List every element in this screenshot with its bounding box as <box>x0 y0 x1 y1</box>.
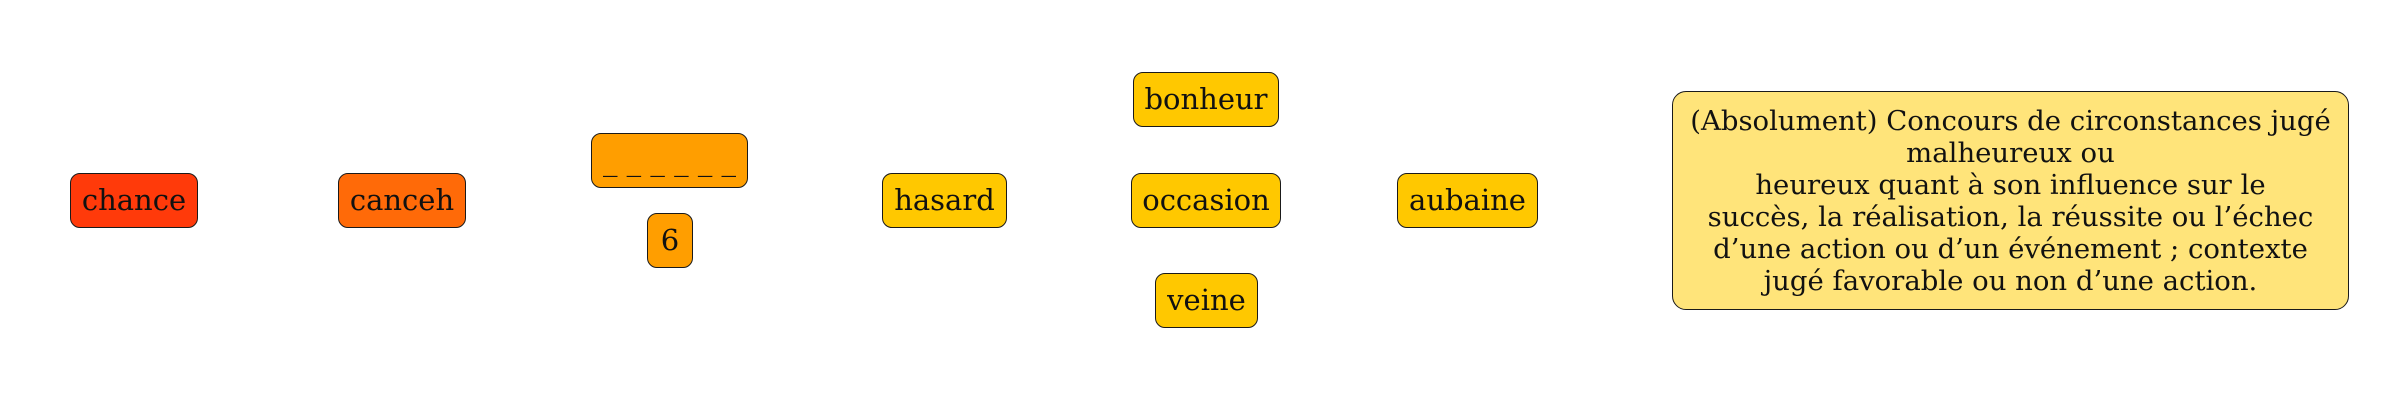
definition-line: (Absolument) Concours de circonstances j… <box>1690 104 2331 137</box>
definition-line: succès, la réalisation, la réussite ou l… <box>1707 200 2314 233</box>
node-label: _ _ _ _ _ _ <box>602 143 737 177</box>
node-label: hasard <box>894 183 995 217</box>
node-label: occasion <box>1142 183 1270 217</box>
node-occasion: occasion <box>1131 173 1281 228</box>
definition-line: heureux quant à son influence sur le <box>1755 168 2266 201</box>
node-blank-pattern: _ _ _ _ _ _ <box>591 133 748 188</box>
node-label: bonheur <box>1144 82 1268 116</box>
node-label: chance <box>81 183 187 217</box>
definition-line: jugé favorable ou non d’une action. <box>1763 264 2258 297</box>
definition-box: (Absolument) Concours de circonstances j… <box>1672 91 2349 310</box>
definition-text: (Absolument) Concours de circonstances j… <box>1690 105 2330 297</box>
node-veine: veine <box>1155 273 1258 328</box>
node-label: canceh <box>349 183 455 217</box>
node-bonheur: bonheur <box>1133 72 1279 127</box>
node-label: aubaine <box>1409 183 1526 217</box>
definition-line: malheureux ou <box>1906 136 2115 169</box>
node-chance: chance <box>70 173 198 228</box>
node-letter-count: 6 <box>647 213 693 268</box>
node-hasard: hasard <box>882 173 1007 228</box>
definition-line: d’une action ou d’un événement ; context… <box>1713 232 2308 265</box>
node-canceh: canceh <box>338 173 466 228</box>
node-label: veine <box>1167 283 1246 317</box>
node-label: 6 <box>660 223 680 257</box>
node-aubaine: aubaine <box>1397 173 1538 228</box>
